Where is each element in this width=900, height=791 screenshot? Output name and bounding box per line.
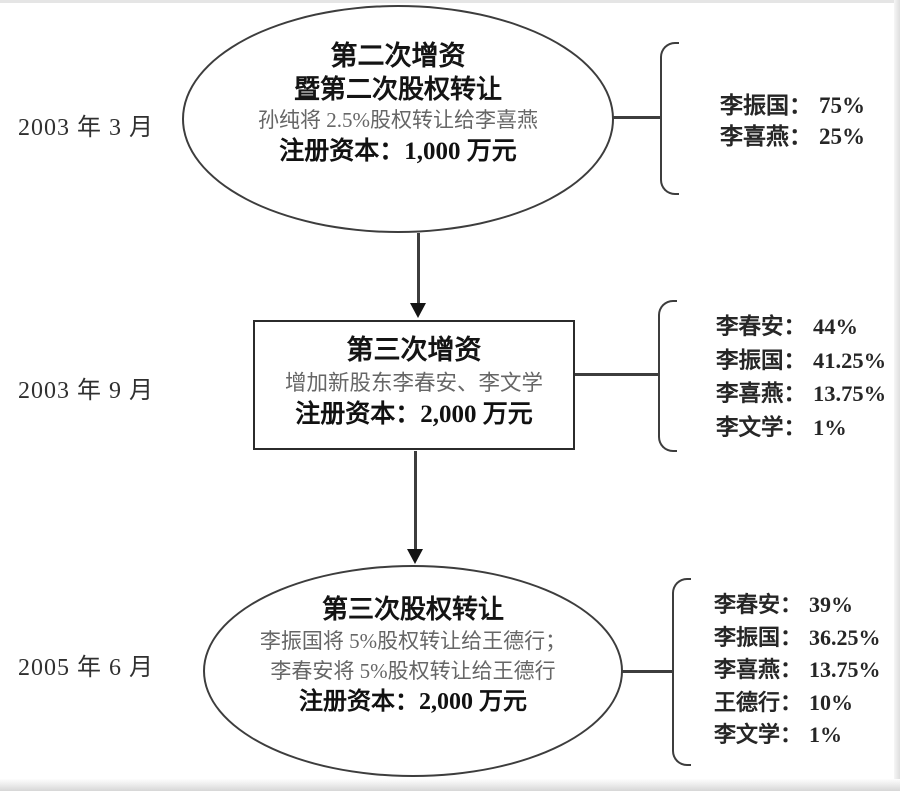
stage1-date-label: 2003 年 3 月 xyxy=(18,115,154,141)
page-edge-right xyxy=(894,0,900,791)
shareholder-row: 李文学：1% xyxy=(716,411,886,445)
stage1-ellipse-node xyxy=(182,5,614,233)
shareholder-name: 李振国 xyxy=(714,624,781,650)
stage3-date-label: 2005 年 6 月 xyxy=(18,655,154,681)
page-edge-top xyxy=(0,0,900,3)
colon: ： xyxy=(789,93,812,118)
colon: ： xyxy=(780,689,803,715)
shareholder-row: 李喜燕： 25% xyxy=(720,121,865,152)
shareholder-name: 李文学 xyxy=(714,722,781,747)
shareholder-percent: 41.25% xyxy=(813,347,887,373)
stage2-title-line1: 第三次增资 xyxy=(346,335,482,365)
shareholder-percent: 1% xyxy=(809,722,843,747)
shareholder-row: 李春安：39% xyxy=(714,589,881,622)
stage1-connector-line xyxy=(612,116,660,119)
shareholder-row: 王德行：10% xyxy=(714,687,881,720)
stage1-capital-line: 注册资本：1,000 万元 xyxy=(279,138,517,165)
stage3-title-line1: 第三次股权转让 xyxy=(321,595,504,624)
shareholder-percent: 25% xyxy=(819,124,865,149)
colon: ： xyxy=(780,722,803,747)
stage2-date-label: 2003 年 9 月 xyxy=(18,378,154,404)
shareholder-percent: 39% xyxy=(809,592,854,617)
shareholder-percent: 13.75% xyxy=(813,381,887,406)
stage3-connector-line xyxy=(622,670,672,673)
stage2-rect-node xyxy=(253,320,575,450)
stage3-node-text: 第三次股权转让 李振国将 5%股权转让给王德行； 李春安将 5%股权转让给王德行… xyxy=(203,593,623,718)
colon: ： xyxy=(783,414,807,440)
shareholder-name: 李春安 xyxy=(716,314,784,339)
shareholder-percent: 1% xyxy=(813,414,847,440)
stage3-ellipse-node xyxy=(203,565,623,777)
shareholder-name: 王德行 xyxy=(714,689,781,715)
stage1-detail-line: 孙纯将 2.5%股权转让给李喜燕 xyxy=(258,108,538,132)
stage3-capital-line: 注册资本：2,000 万元 xyxy=(299,689,527,715)
stage2-bracket xyxy=(658,300,677,452)
flow-arrow-2-head-icon xyxy=(407,549,423,564)
colon: ： xyxy=(780,657,803,682)
colon: ： xyxy=(780,592,803,617)
colon: ： xyxy=(783,381,807,406)
flow-arrow-2-line xyxy=(414,451,417,550)
stage1-node-text: 第二次增资 暨第二次股权转让 孙纯将 2.5%股权转让给李喜燕 注册资本：1,0… xyxy=(182,39,614,168)
shareholder-percent: 36.25% xyxy=(809,624,881,650)
stage2-detail-line: 增加新股东李春安、李文学 xyxy=(284,371,543,395)
shareholder-row: 李文学：1% xyxy=(714,719,881,752)
flow-arrow-1-line xyxy=(417,233,420,304)
stage2-node-text: 第三次增资 增加新股东李春安、李文学 注册资本：2,000 万元 xyxy=(253,332,575,431)
shareholder-name: 李喜燕 xyxy=(714,657,781,682)
shareholder-row: 李喜燕：13.75% xyxy=(716,377,886,411)
shareholder-row: 李振国： 75% xyxy=(720,90,865,121)
stage2-shareholder-list: 李春安：44% 李振国：41.25% 李喜燕：13.75% 李文学：1% xyxy=(716,310,886,444)
shareholder-name: 李春安 xyxy=(714,592,781,617)
stage3-detail-line1: 李振国将 5%股权转让给王德行； xyxy=(259,629,567,653)
shareholder-name: 李振国 xyxy=(720,93,789,118)
page-edge-bottom xyxy=(0,779,900,791)
colon: ： xyxy=(780,624,803,650)
colon: ： xyxy=(789,124,812,149)
stage3-bracket xyxy=(672,578,691,766)
flow-arrow-1-head-icon xyxy=(410,303,426,318)
shareholder-name: 李振国 xyxy=(716,347,784,373)
shareholder-percent: 75% xyxy=(819,93,865,118)
stage2-capital-line: 注册资本：2,000 万元 xyxy=(295,401,533,428)
stage1-bracket xyxy=(660,42,679,195)
shareholder-percent: 44% xyxy=(813,314,859,339)
shareholder-row: 李喜燕：13.75% xyxy=(714,654,881,687)
stage3-shareholder-list: 李春安：39% 李振国：36.25% 李喜燕：13.75% 王德行：10% 李文… xyxy=(714,589,881,752)
stage3-detail-line2: 李春安将 5%股权转让给王德行 xyxy=(270,659,556,683)
shareholder-row: 李振国：41.25% xyxy=(716,344,886,378)
shareholder-percent: 10% xyxy=(809,689,854,715)
stage2-connector-line xyxy=(575,373,658,376)
shareholder-name: 李文学 xyxy=(716,414,784,440)
stage1-title-line1: 第二次增资 xyxy=(330,41,466,71)
shareholder-row: 李春安：44% xyxy=(716,310,886,344)
stage1-shareholder-list: 李振国： 75% 李喜燕： 25% xyxy=(720,90,865,152)
stage1-title-line2: 暨第二次股权转让 xyxy=(293,75,502,104)
colon: ： xyxy=(783,347,807,373)
shareholder-name: 李喜燕 xyxy=(716,381,784,406)
colon: ： xyxy=(783,314,807,339)
shareholder-row: 李振国：36.25% xyxy=(714,622,881,655)
shareholder-name: 李喜燕 xyxy=(720,124,789,149)
shareholder-percent: 13.75% xyxy=(809,657,881,682)
